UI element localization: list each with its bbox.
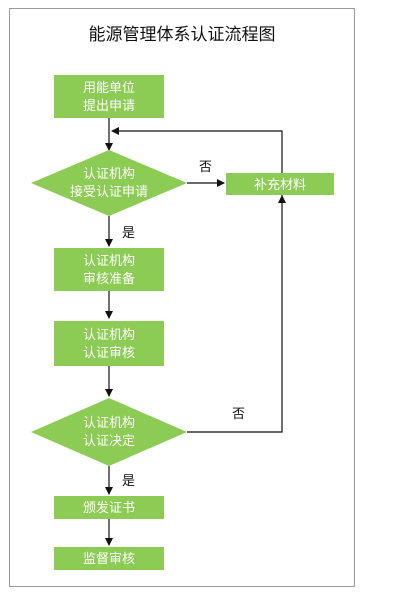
node-prepare: 认证机构 审核准备 — [54, 248, 164, 291]
edge-label-yes-2: 是 — [122, 474, 135, 489]
node-apply-line1: 用能单位 — [83, 81, 135, 96]
edge-decide-to-supplement — [187, 195, 286, 433]
node-prepare-line1: 认证机构 — [83, 254, 135, 269]
edge-label-no-1: 否 — [199, 160, 212, 175]
node-issue: 颁发证书 — [54, 496, 164, 519]
node-audit-line1: 认证机构 — [83, 328, 135, 343]
node-accept-decision: 认证机构 接受认证申请 — [31, 150, 187, 216]
node-supplement-label: 补充材料 — [254, 177, 306, 193]
node-apply-line2: 提出申请 — [83, 98, 135, 114]
node-audit: 认证机构 认证审核 — [54, 321, 164, 366]
node-supplement: 补充材料 — [226, 173, 334, 195]
node-decide-line2: 认证决定 — [83, 434, 135, 449]
node-issue-label: 颁发证书 — [83, 500, 135, 516]
edge-label-yes-1: 是 — [122, 226, 135, 241]
node-monitor-label: 监督审核 — [83, 552, 135, 567]
node-decide-line1: 认证机构 — [83, 416, 135, 431]
diagram-frame — [9, 8, 355, 587]
node-audit-line2: 认证审核 — [83, 346, 135, 361]
node-monitor: 监督审核 — [54, 547, 164, 570]
node-apply: 用能单位 提出申请 — [54, 75, 164, 118]
node-accept-line2: 接受认证申请 — [70, 184, 148, 200]
node-accept-line1: 认证机构 — [83, 167, 135, 182]
page-title: 能源管理体系认证流程图 — [89, 25, 276, 45]
node-decide-decision: 认证机构 认证决定 — [31, 398, 187, 466]
node-prepare-line2: 审核准备 — [83, 271, 135, 287]
edge-label-no-2: 否 — [232, 407, 245, 422]
